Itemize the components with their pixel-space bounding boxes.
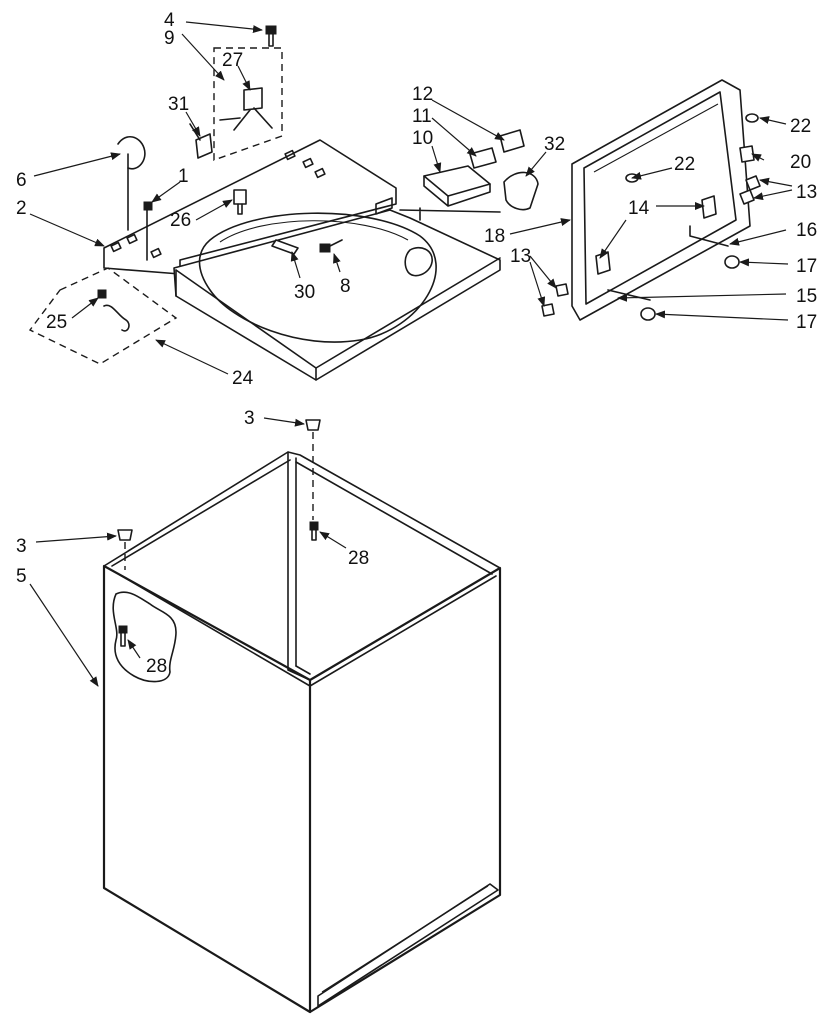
lid-part-18 [541,79,761,321]
callout-13-left: 13 [510,246,531,267]
screw-icon [118,625,128,647]
callout-20: 20 [790,152,811,173]
callout-9: 9 [164,28,175,49]
callout-32: 32 [544,134,565,155]
callout-5: 5 [16,566,27,587]
grommet-part-26 [233,189,247,215]
callout-10: 10 [412,128,433,149]
screw-part-1 [143,201,153,261]
wire-harness-part-27 [219,87,273,131]
callout-14: 14 [628,198,650,219]
bumper-part-32 [503,171,539,211]
cabinet-part [102,451,502,1014]
callout-18: 18 [484,226,505,247]
callout-1: 1 [178,166,189,187]
wiring-group-box [213,47,283,161]
switch-part-12 [499,129,525,153]
callout-4: 4 [164,10,175,31]
callout-22-inner: 22 [674,154,695,175]
ground-screw-part-25 [97,289,130,332]
callout-6: 6 [16,170,27,191]
callout-31: 31 [168,94,189,115]
top-panel-part [103,139,501,381]
callout-8: 8 [340,276,351,297]
callout-11: 11 [412,106,432,127]
ground-clip-group-box [28,267,178,365]
callout-15: 15 [796,286,817,307]
callout-16: 16 [796,220,817,241]
bracket-part-10 [399,165,501,221]
leader-lines [29,21,793,687]
clip-part-31 [189,123,213,159]
callout-12: 12 [412,84,433,105]
clamp-part-6 [117,136,146,231]
screw-part-8 [319,239,343,253]
screw-part-4 [265,25,277,47]
callout-22-outer: 22 [790,116,811,137]
callout-2: 2 [16,198,27,219]
callout-3-upper: 3 [244,408,255,429]
hinge-plug-part-3-lower [117,529,133,570]
hinge-plug-part-3-upper [305,419,321,520]
callout-17-upper: 17 [796,256,817,277]
screw-part-28-upper [309,521,319,541]
callout-3-lower: 3 [16,536,27,557]
callout-26: 26 [170,210,191,231]
switch-part-11 [469,147,497,169]
callout-17-lower: 17 [796,312,817,333]
callout-30: 30 [294,282,315,303]
callout-28-upper: 28 [348,548,369,569]
callout-labels: 4 9 27 31 6 1 2 26 25 24 30 8 12 11 10 3… [16,10,817,677]
callout-28-lower: 28 [146,656,167,677]
callout-25: 25 [46,312,67,333]
callout-27: 27 [222,50,243,71]
callout-13-right: 13 [796,182,817,203]
callout-24: 24 [232,368,254,389]
